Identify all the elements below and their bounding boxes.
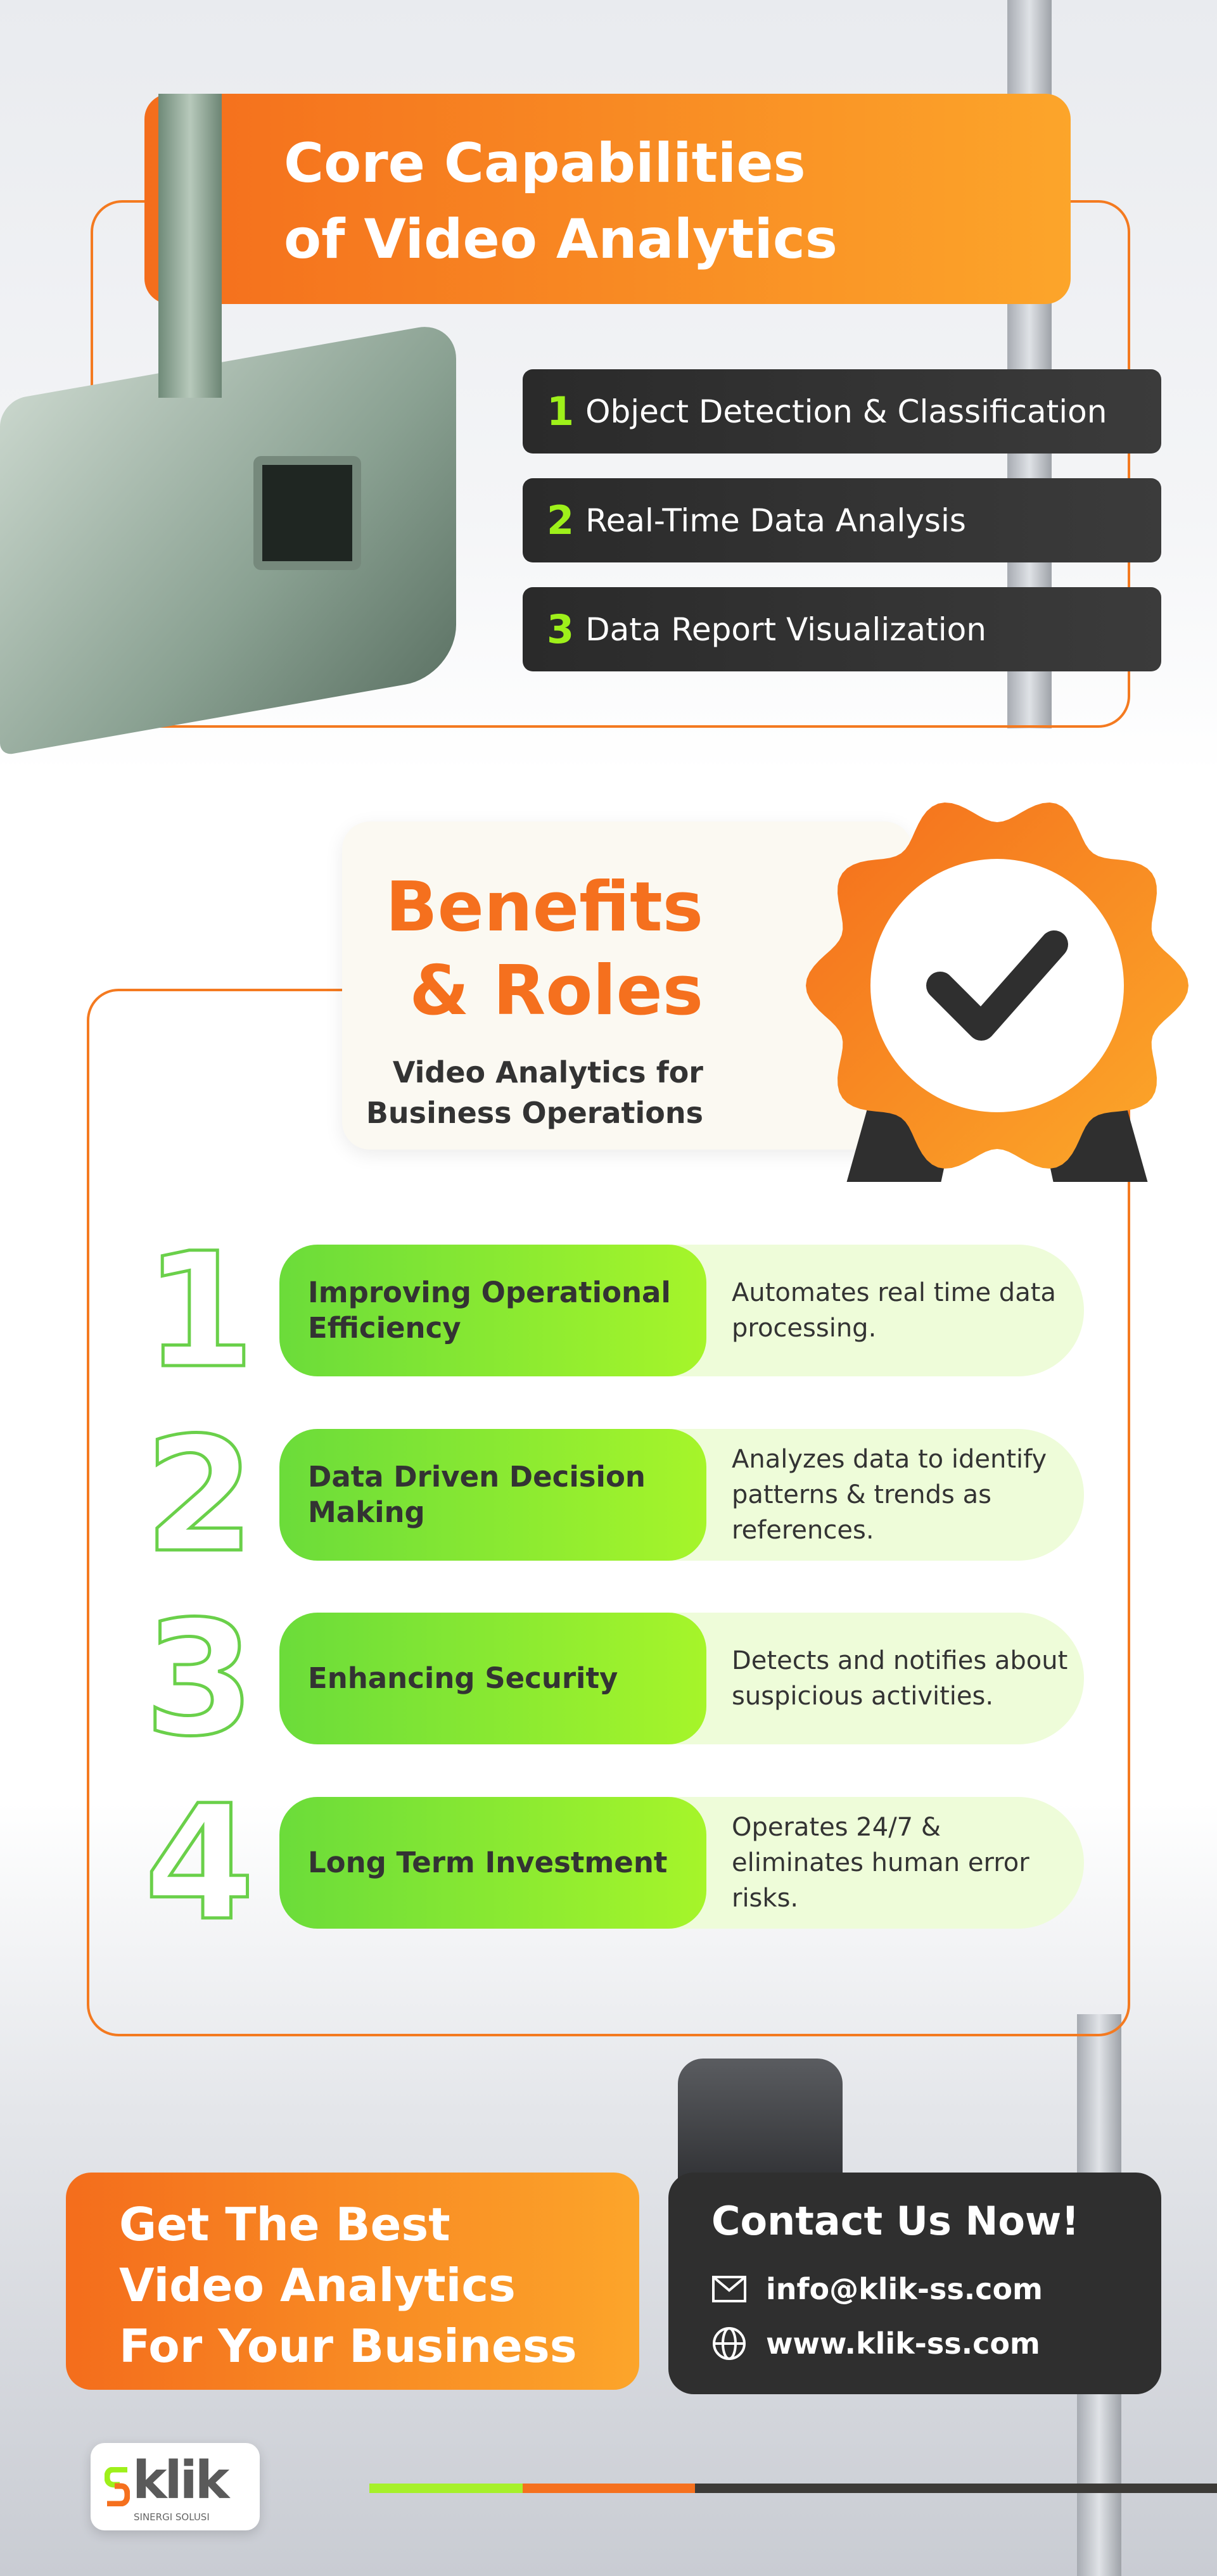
benefit-number: 1 — [143, 1219, 257, 1403]
capability-item: 2 Real-Time Data Analysis — [523, 478, 1161, 562]
benefit-title: Long Term Investment — [279, 1797, 706, 1929]
benefit-description: Automates real time data processing. — [732, 1278, 1056, 1343]
capability-label: Data Report Visualization — [585, 611, 986, 648]
klik-logo: klik SINERGI SOLUSI — [91, 2443, 260, 2530]
cta-box: Get The Best Video Analytics For Your Bu… — [66, 2173, 639, 2390]
contact-email[interactable]: info@klik-ss.com — [766, 2272, 1043, 2306]
globe-icon — [713, 2327, 746, 2360]
capability-number: 1 — [547, 388, 575, 435]
benefit-number: 2 — [143, 1403, 257, 1587]
capabilities-title: Core Capabilities of Video Analytics — [144, 94, 1071, 304]
email-link[interactable]: info@klik-ss.com — [711, 2262, 1161, 2316]
accent-bar-orange — [523, 2484, 695, 2493]
benefit-title: Enhancing Security — [279, 1613, 706, 1744]
checkmark-badge-icon — [806, 803, 1188, 1182]
benefits-title: & Roles — [409, 951, 703, 1031]
benefit-description: Detects and notifies about suspicious ac… — [732, 1646, 1068, 1711]
capability-number: 3 — [547, 606, 575, 652]
benefit-number: 3 — [143, 1587, 257, 1771]
contact-title: Contact Us Now! — [711, 2198, 1080, 2244]
cta-line: Get The Best — [119, 2198, 450, 2251]
capability-number: 2 — [547, 497, 575, 543]
benefit-description: Operates 24/7 & eliminates human error r… — [732, 1813, 1029, 1913]
website-link[interactable]: www.klik-ss.com — [711, 2316, 1161, 2371]
benefits-subtitle: Video Analytics for — [392, 1055, 703, 1089]
cta-line: Video Analytics — [119, 2259, 516, 2312]
contact-website[interactable]: www.klik-ss.com — [766, 2326, 1040, 2361]
accent-bar-green — [369, 2484, 523, 2493]
benefits-subtitle: Business Operations — [366, 1096, 703, 1130]
title-line: of Video Analytics — [284, 208, 838, 271]
logo-s-icon — [105, 2467, 130, 2506]
camera-lens — [253, 456, 361, 570]
capability-item: 3 Data Report Visualization — [523, 587, 1161, 671]
capability-item: 1 Object Detection & Classification — [523, 369, 1161, 454]
contact-box: Contact Us Now! info@klik-ss.com www.kli… — [668, 2173, 1161, 2394]
title-line: Core Capabilities — [284, 132, 806, 195]
benefit-description: Analyzes data to identify patterns & tre… — [732, 1445, 1047, 1545]
logo-tagline: SINERGI SOLUSI — [134, 2511, 210, 2523]
logo-name: klik — [132, 2451, 229, 2511]
cta-line: For Your Business — [119, 2319, 577, 2373]
capability-label: Real-Time Data Analysis — [585, 502, 966, 539]
benefit-number: 4 — [143, 1771, 257, 1955]
camera-arm — [158, 94, 222, 398]
benefit-title: Improving Operational Efficiency — [279, 1245, 706, 1376]
mail-icon — [712, 2276, 746, 2302]
benefit-title: Data Driven Decision Making — [279, 1429, 706, 1561]
capability-label: Object Detection & Classification — [585, 393, 1107, 430]
benefits-title: Benefits — [385, 868, 703, 947]
accent-bar-dark — [695, 2484, 1217, 2493]
